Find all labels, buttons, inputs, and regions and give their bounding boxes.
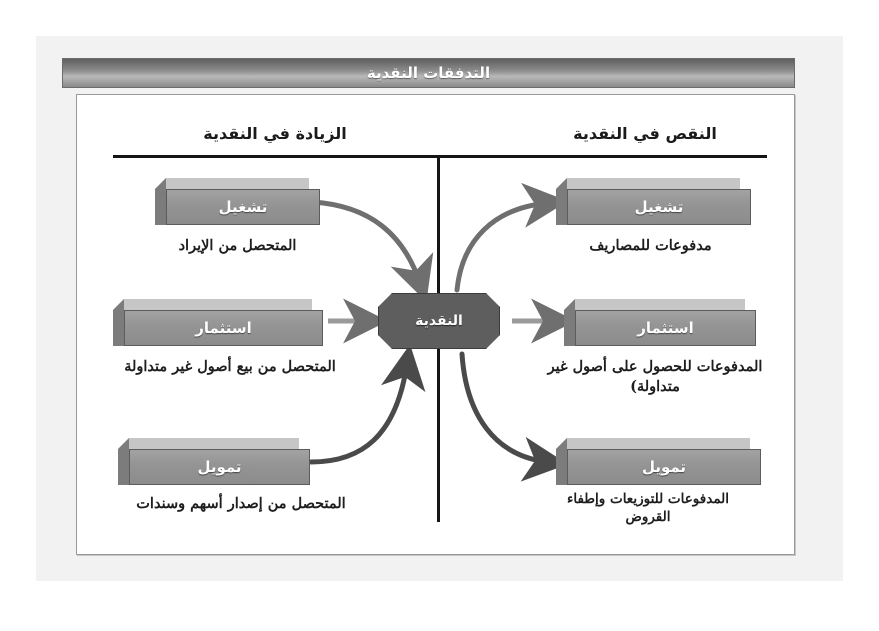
box-increase-investing[interactable]: استثمار: [113, 299, 323, 346]
page-title: التدفقات النقدية: [366, 64, 491, 82]
box-front-face: تشغيل: [166, 189, 320, 225]
box-side-face: [556, 178, 567, 225]
cash-node[interactable]: النقدية: [378, 293, 500, 349]
cash-node-label: النقدية: [415, 313, 463, 329]
box-front-face: استثمار: [575, 310, 756, 346]
box-side-face: [564, 299, 575, 346]
column-header-decrease: النقص في النقدية: [573, 124, 717, 143]
column-header-increase: الزيادة في النقدية: [203, 124, 347, 143]
box-decrease-operating[interactable]: تشغيل: [556, 178, 751, 225]
box-top-face: [155, 178, 309, 189]
box-increase-financing[interactable]: تمويل: [118, 438, 310, 485]
box-decrease-investing[interactable]: استثمار: [564, 299, 756, 346]
box-front-face: تمويل: [129, 449, 310, 485]
box-front-face: استثمار: [124, 310, 323, 346]
box-top-face: [118, 438, 299, 449]
caption-decrease-operating: مدفوعات للمصاريف: [589, 237, 712, 254]
caption-increase-operating: المتحصل من الإيراد: [178, 237, 297, 254]
caption-increase-financing: المتحصل من إصدار أسهم وسندات: [136, 495, 346, 512]
title-bar: التدفقات النقدية: [62, 58, 795, 88]
box-label: استثمار: [195, 319, 252, 337]
box-label: تمويل: [641, 458, 687, 476]
box-decrease-financing[interactable]: تمويل: [556, 438, 761, 485]
box-side-face: [556, 438, 567, 485]
caption-decrease-investing: المدفوعات للحصول على أصول غير متداولة): [547, 358, 763, 395]
box-label: استثمار: [637, 319, 694, 337]
box-top-face: [556, 438, 750, 449]
caption-increase-investing: المتحصل من بيع أصول غير متداولة: [124, 358, 336, 375]
box-top-face: [113, 299, 312, 310]
box-top-face: [556, 178, 740, 189]
box-label: تشغيل: [634, 198, 684, 216]
box-front-face: تمويل: [567, 449, 761, 485]
box-front-face: تشغيل: [567, 189, 751, 225]
box-top-face: [564, 299, 745, 310]
box-side-face: [118, 438, 129, 485]
header-rule: [113, 155, 767, 158]
box-side-face: [155, 178, 166, 225]
box-side-face: [113, 299, 124, 346]
box-increase-operating[interactable]: تشغيل: [155, 178, 320, 225]
caption-decrease-financing: المدفوعات للتوزيعات وإطفاء القروض: [566, 491, 729, 526]
box-label: تشغيل: [218, 198, 268, 216]
box-label: تمويل: [197, 458, 242, 476]
